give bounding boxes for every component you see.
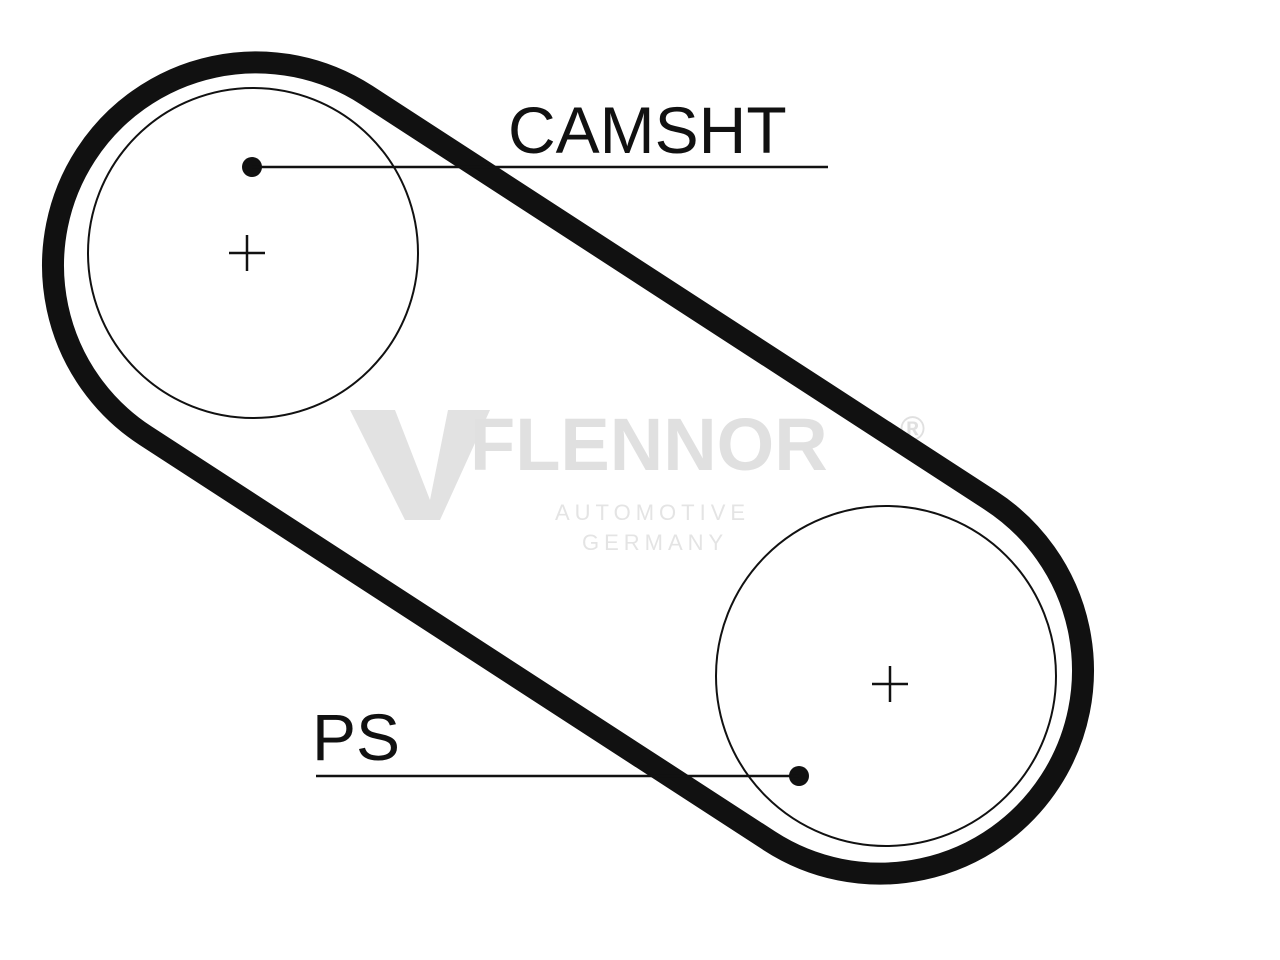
watermark-line-germany: GERMANY (582, 530, 728, 555)
crankshaft-pulley (715, 505, 1057, 847)
watermark-logo-mark (350, 410, 490, 520)
watermark-line-automotive: AUTOMOTIVE (555, 500, 750, 525)
belt (42, 51, 1094, 885)
watermark-brand: FLENNOR (470, 403, 828, 486)
camshaft-leader (242, 157, 828, 177)
crankshaft-leader (316, 766, 809, 786)
belt-outline (42, 51, 1094, 885)
watermark: FLENNOR ® AUTOMOTIVE GERMANY (350, 403, 925, 555)
camshaft-pulley-circle (87, 87, 419, 419)
crankshaft-pulley-circle (715, 505, 1057, 847)
camshaft-label: CAMSHT (508, 93, 787, 167)
camshaft-pulley (87, 87, 419, 419)
crankshaft-label: PS (312, 700, 400, 774)
